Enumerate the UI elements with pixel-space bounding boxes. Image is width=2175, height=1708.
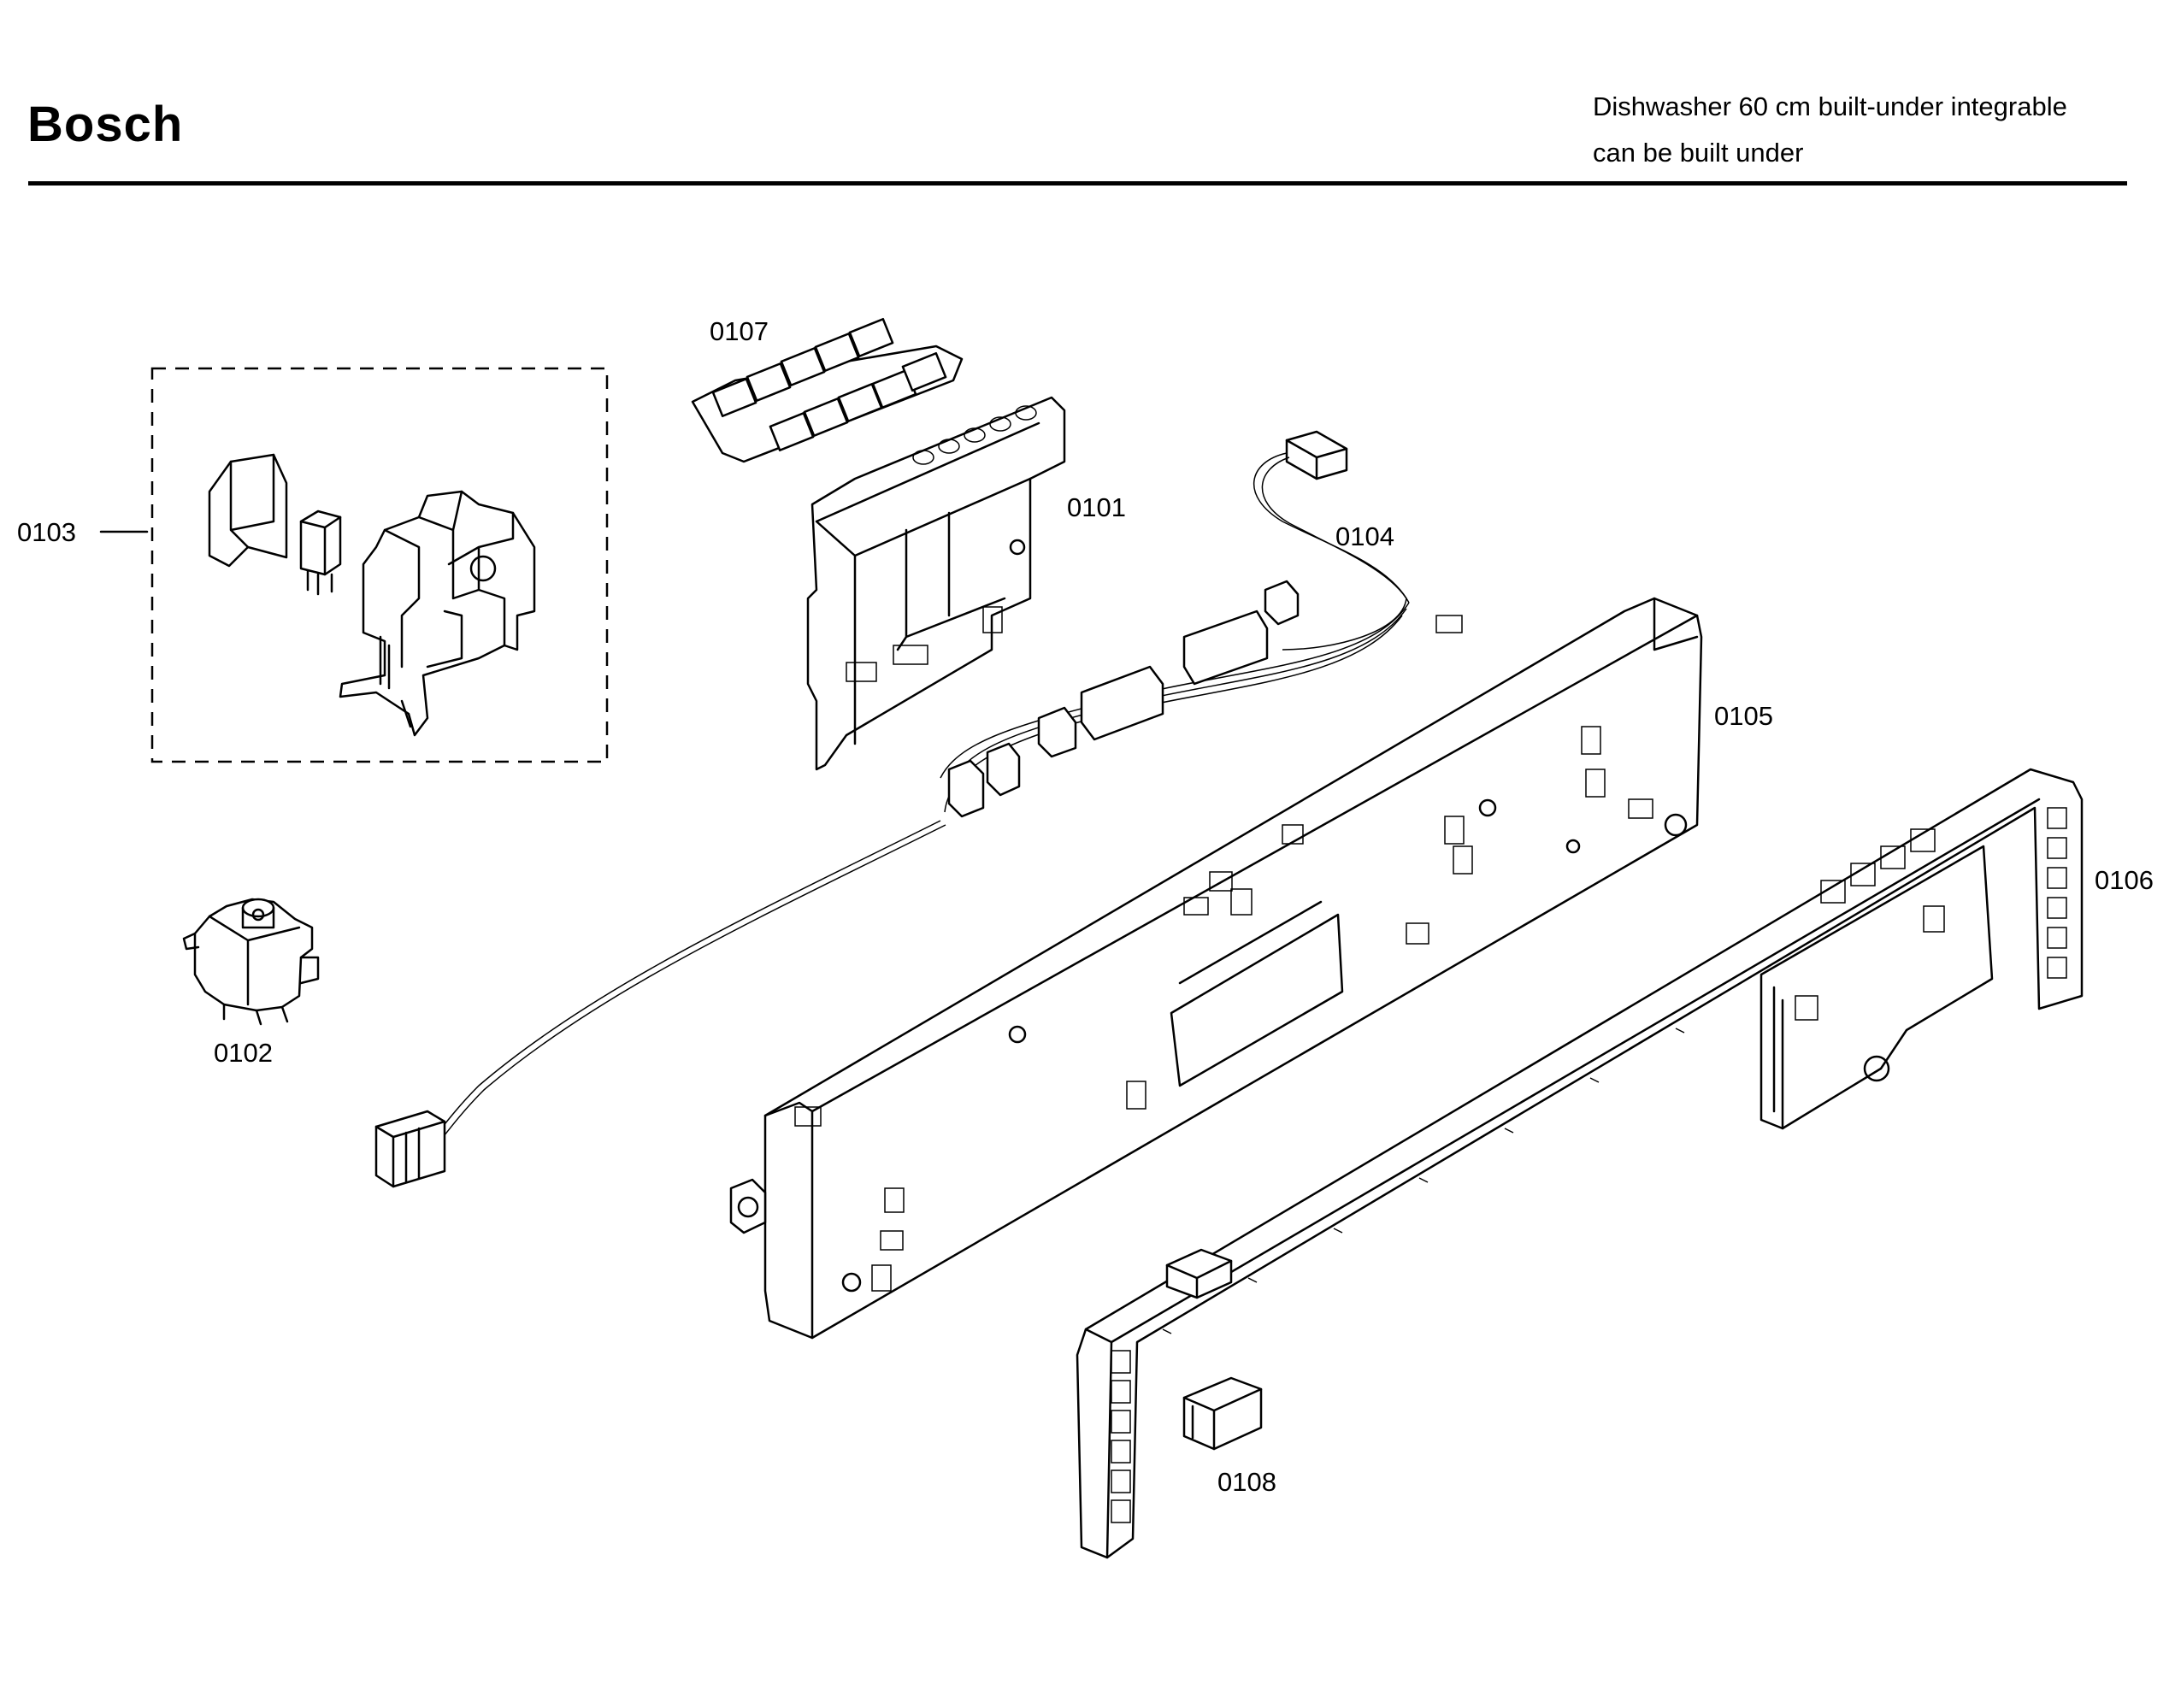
part-0105-panel-body — [763, 597, 1703, 1340]
part-0103-assembly[interactable] — [99, 367, 609, 763]
part-label-0102: 0102 — [214, 1038, 273, 1068]
part-0104-connector-2 — [986, 742, 1021, 797]
part-0103-relay — [299, 509, 342, 576]
part-0102-actuator[interactable] — [182, 898, 320, 1026]
part-0104-end-connector — [374, 1110, 446, 1188]
part-label-0105: 0105 — [1714, 701, 1773, 731]
brand-name: Bosch — [27, 97, 184, 152]
description-line-1: Dishwasher 60 cm built-under integrable — [1593, 91, 2067, 121]
part-0101-module-housing — [806, 396, 1066, 771]
part-0104-wiring-harness[interactable] — [374, 430, 1410, 1188]
part-0101-control-module[interactable] — [806, 396, 1066, 771]
part-label-0108: 0108 — [1217, 1467, 1276, 1497]
part-0104-connector-5 — [1182, 610, 1269, 686]
part-0104-connector-3 — [1037, 706, 1077, 758]
part-label-0104: 0104 — [1335, 521, 1394, 551]
part-0103-cover — [208, 453, 288, 568]
part-0105-window-cutout — [1170, 913, 1344, 1087]
part-0104-connector-4 — [1080, 665, 1164, 741]
part-label-0101: 0101 — [1067, 492, 1126, 522]
part-label-0103: 0103 — [17, 517, 76, 547]
description-line-2: can be built under — [1593, 138, 1804, 168]
part-label-0107: 0107 — [710, 316, 769, 346]
part-0104-connector-1 — [947, 759, 985, 818]
part-label-0106: 0106 — [2095, 865, 2154, 895]
part-0102-housing — [193, 898, 314, 1012]
header-divider — [28, 181, 2127, 186]
model-description: Dishwasher 60 cm built-under integrable … — [1593, 84, 2067, 176]
part-0106-fascia-frame — [1076, 768, 2084, 1559]
part-0105-control-panel[interactable] — [729, 597, 1703, 1340]
part-0104-connector-6 — [1264, 580, 1300, 626]
part-0107-keypad-mat[interactable] — [691, 317, 964, 463]
part-0103-group-box — [150, 367, 609, 763]
part-0106-front-fascia[interactable] — [1076, 768, 2084, 1559]
part-0108-insert[interactable] — [1182, 1376, 1263, 1451]
